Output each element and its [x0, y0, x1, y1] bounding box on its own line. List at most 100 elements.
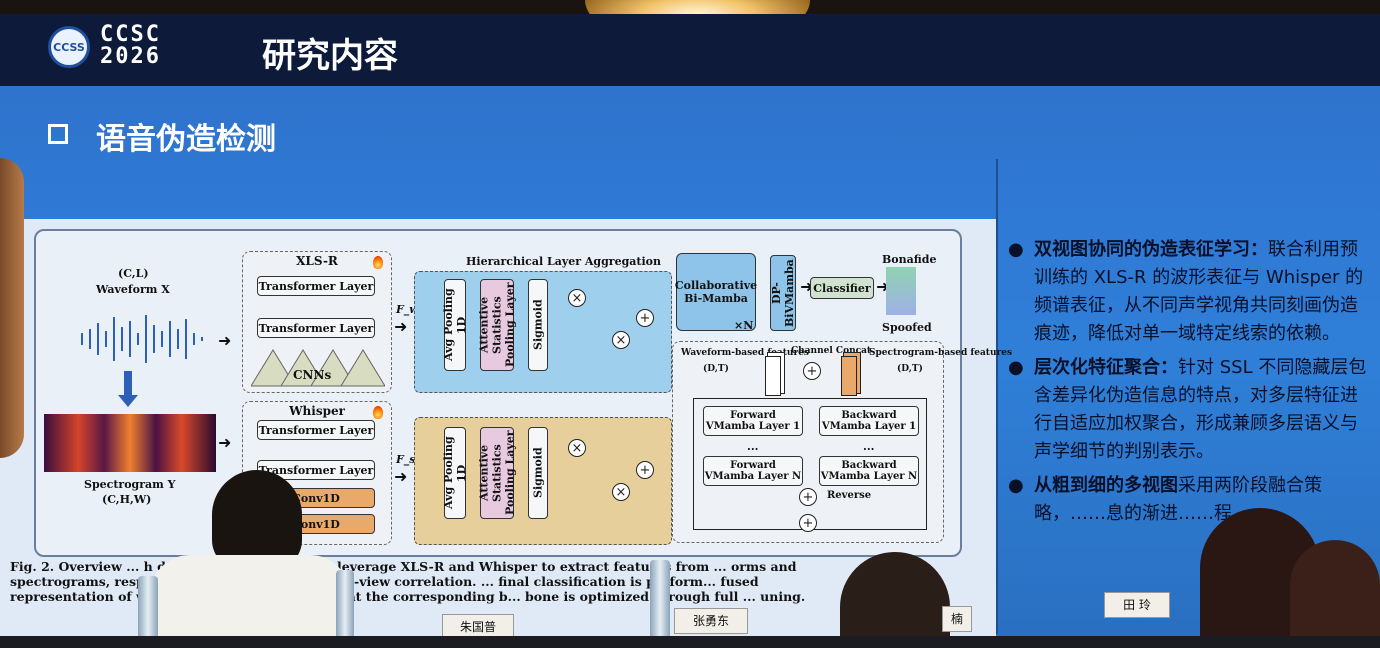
down-arrow-icon: [124, 371, 132, 397]
hla-title: Hierarchical Layer Aggregation: [466, 255, 661, 268]
sigmoid-box: Sigmoid: [528, 279, 548, 371]
slide-header-title: 研究内容: [262, 36, 398, 76]
avg-pooling-box: Avg Pooling 1D: [442, 279, 468, 371]
arrow-icon: ➜: [394, 317, 408, 336]
spectrogram-features-dims: (D,T): [897, 364, 923, 374]
audience-shirt: [150, 555, 350, 648]
bullet-item: ● 从粗到细的多视图采用两阶段融合策略，……息的渐进……程: [1004, 472, 1374, 528]
arrow-icon: ➜: [218, 331, 232, 350]
avg-pooling-box: Avg Pooling 1D: [442, 427, 468, 519]
figure-frame: (C,L) Waveform X ➜ ➜ Spectrogram Y (C,H,…: [34, 229, 1012, 557]
slide-header: CCSS CCSC 2026 研究内容: [0, 14, 1380, 86]
spectrogram-dims: (C,H,W): [102, 493, 152, 506]
xlsr-transformer-layer: Transformer Layer: [257, 276, 375, 296]
bullet-list: ● 双视图协同的伪造表征学习：联合利用预训练的 XLS-R 的波形表征与 Whi…: [1004, 236, 1374, 534]
reverse-label: Reverse: [827, 490, 872, 501]
whisper-title: Whisper: [289, 404, 345, 418]
cnn-mountains-icon: [251, 349, 385, 387]
conference-logo-text: CCSC 2026: [100, 24, 161, 68]
spectrogram-image: [44, 414, 216, 472]
backward-vmamba-layer-n: Backward VMamba Layer N: [819, 456, 919, 486]
bullet-body: 采用两阶段融合策略，……息的渐进……程: [1034, 475, 1322, 524]
audience-head: [1290, 540, 1380, 648]
dp-bivmamba-box: DP-BiVMamba: [770, 255, 796, 331]
bonafide-label: Bonafide: [882, 253, 937, 266]
multiply-icon: ×: [612, 483, 630, 501]
cnns-label: CNNs: [293, 368, 332, 382]
add-icon: +: [799, 514, 817, 532]
fw-label: F_w: [396, 303, 419, 316]
waveform-dims: (C,L): [118, 267, 149, 280]
waveform-label: Waveform X: [96, 283, 170, 296]
water-bottle: [650, 560, 670, 648]
down-arrow-head-icon: [118, 395, 138, 407]
logo-line1: CCSC: [100, 22, 161, 47]
add-icon: +: [636, 461, 654, 479]
sigmoid-box: Sigmoid: [528, 427, 548, 519]
bullet-body: 针对 SSL 不同隐藏层包含差异化伪造信息的特点，对多层特征进行自适应加权聚合，…: [1034, 357, 1367, 462]
xlsr-title: XLS-R: [296, 254, 338, 268]
waveform-features-dims: (D,T): [703, 364, 729, 374]
add-icon: +: [636, 309, 654, 327]
bullet-body: 联合利用预训练的 XLS-R 的波形表征与 Whisper 的频谱表征，从不同声…: [1034, 239, 1364, 344]
table-edge: [0, 636, 1380, 648]
bullet-dot-icon: ●: [1008, 239, 1024, 260]
name-plate: 田 玲: [1104, 592, 1170, 618]
logo-abbrev: CCSS: [53, 40, 85, 54]
bullet-head: 双视图协同的伪造表征学习：: [1034, 239, 1268, 260]
ellipsis: ...: [863, 440, 875, 453]
whisper-transformer-layer: Transformer Layer: [257, 420, 375, 440]
classifier-box: Classifier: [810, 277, 874, 299]
waveform-features-label: Waveform-based features: [681, 348, 809, 358]
audience-head: [212, 470, 302, 570]
backward-vmamba-layer-1: Backward VMamba Layer 1: [819, 406, 919, 436]
attentive-pooling-box: Attentive Statistics Pooling Layer: [478, 427, 517, 519]
bullet-dot-icon: ●: [1008, 357, 1024, 378]
bullet-item: ● 层次化特征聚合：针对 SSL 不同隐藏层包含差异化伪造信息的特点，对多层特征…: [1004, 354, 1374, 466]
forward-vmamba-layer-n: Forward VMamba Layer N: [703, 456, 803, 486]
collaborative-bimamba-box: Collaborative Bi-Mamba: [675, 253, 757, 331]
attentive-pooling-box: Attentive Statistics Pooling Layer: [478, 279, 517, 371]
slide-divider: [996, 159, 998, 634]
fs-label: F_s: [396, 453, 416, 466]
water-bottle: [138, 576, 158, 648]
xlsr-panel: XLS-R Transformer Layer Transformer Laye…: [242, 251, 392, 393]
section-title: 语音伪造检测: [96, 122, 276, 157]
channel-concat-label: Channel Concat: [791, 346, 872, 356]
spectrogram-feature-stack-icon: [841, 356, 857, 396]
xlsr-transformer-layer: Transformer Layer: [257, 318, 375, 338]
conference-logo-icon: CCSS: [48, 26, 90, 68]
spectrogram-label: Spectrogram Y: [84, 478, 176, 491]
slide: CCSS CCSC 2026 研究内容 语音伪造检测 (C,L) Wavefor…: [0, 14, 1380, 648]
multiply-icon: ×: [568, 289, 586, 307]
bullet-dot-icon: ●: [1008, 475, 1024, 496]
arrow-icon: ➜: [218, 433, 232, 452]
bullet-item: ● 双视图协同的伪造表征学习：联合利用预训练的 XLS-R 的波形表征与 Whi…: [1004, 236, 1374, 348]
name-plate: 张勇东: [674, 608, 748, 634]
water-bottle: [336, 570, 354, 648]
ellipsis: ...: [747, 440, 759, 453]
waveform-image: [64, 309, 212, 369]
bullet-head: 层次化特征聚合：: [1034, 357, 1178, 378]
spectrogram-features-label: Spectrogram-based features: [869, 348, 1013, 358]
fire-icon: [373, 406, 383, 419]
multiply-icon: ×: [612, 331, 630, 349]
fire-icon: [373, 256, 383, 269]
output-bar: [886, 267, 916, 315]
add-icon: +: [803, 362, 821, 380]
section-square-icon: [48, 124, 68, 144]
logo-line2: 2026: [100, 44, 161, 69]
bullet-head: 从粗到细的多视图: [1034, 475, 1178, 496]
waveform-feature-stack-icon: [765, 356, 781, 396]
times-n-label: ×N: [734, 319, 754, 332]
add-icon: +: [799, 488, 817, 506]
dp-bivmamba-detail-panel: Waveform-based features (D,T) Channel Co…: [672, 341, 1012, 543]
forward-vmamba-layer-1: Forward VMamba Layer 1: [703, 406, 803, 436]
spoofed-label: Spoofed: [882, 321, 932, 334]
name-plate: 朱国普: [442, 614, 514, 640]
whisper-transformer-layer: Transformer Layer: [257, 460, 375, 480]
audience-head: [840, 552, 950, 648]
name-plate: 楠: [942, 606, 972, 632]
arrow-icon: ➜: [394, 467, 408, 486]
presenter-arm: [0, 158, 24, 458]
